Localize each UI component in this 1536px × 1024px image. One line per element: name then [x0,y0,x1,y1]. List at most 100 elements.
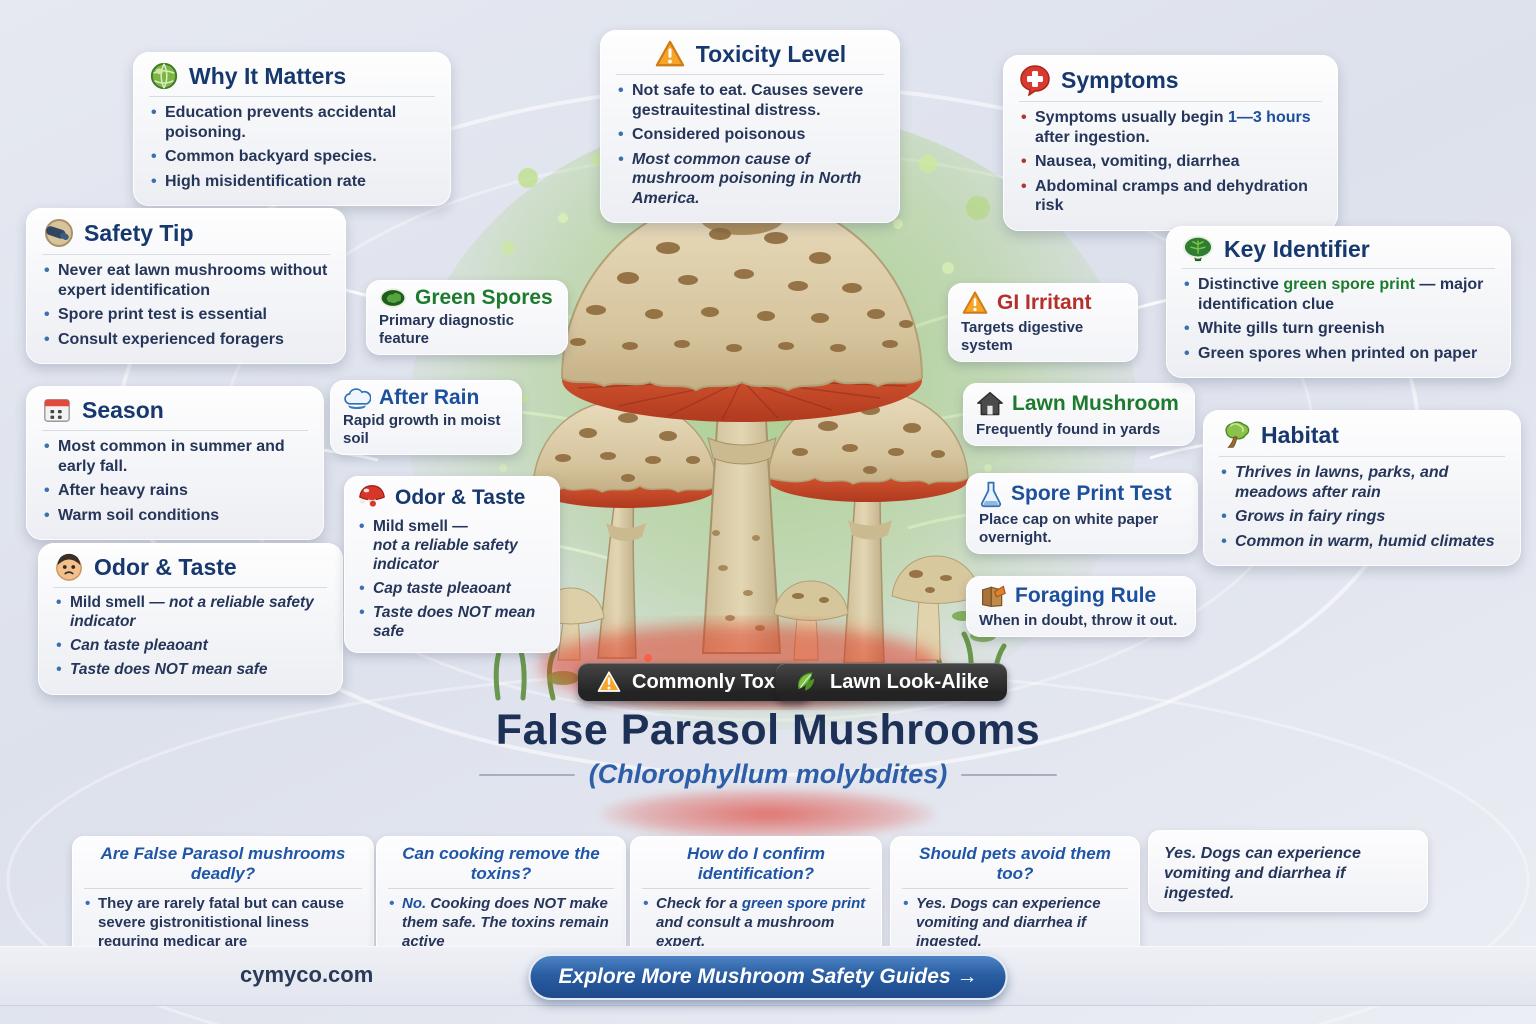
faq-answer: Yes. Dogs can experience vomiting and di… [902,895,1128,951]
bullet-item: High misidentification rate [149,172,435,192]
bullet-item: Can taste pleaoant [54,637,327,656]
season-header: Season [42,395,308,431]
spore-blob-icon [379,287,407,309]
card-title: Odor & Taste [94,553,237,580]
safety-tip-card: Safety Tip Never eat lawn mushrooms with… [26,208,346,365]
discard-box-icon [979,583,1007,609]
bullet-item: Abdominal cramps and dehydration risk [1019,177,1322,216]
card-title: Symptoms [1061,66,1179,93]
habitat-card: Habitat Thrives in lawns, parks, and mea… [1203,410,1521,567]
warning-triangle-icon [654,39,686,69]
bullet-item: White gills turn greenish [1182,319,1495,339]
callout-title: Spore Print Test [1011,481,1172,505]
spore-print-test-callout: Spore Print Test Place cap on white pape… [966,473,1198,554]
faq-answer: No. Cooking does NOT make them safe. The… [388,895,614,951]
bullet-item: Distinctive green spore print — major id… [1182,275,1495,314]
odor-taste-center-header: Odor & Taste [357,483,547,513]
key-identifier-card: Key Identifier Distinctive green spore p… [1166,226,1511,379]
bullet-item: Thrives in lawns, parks, and meadows aft… [1219,463,1505,502]
safety-tip-header: Safety Tip [42,217,330,255]
bullet-item: Grows in fairy rings [1219,507,1505,527]
key-identifier-header: Key Identifier [1182,235,1495,269]
subtitle-rule-right [961,773,1058,776]
callout-title: GI Irritant [997,290,1092,314]
leaf-icon [794,670,820,694]
flask-icon [979,480,1003,508]
globe-icon [149,61,179,91]
bullet-item: Considered poisonous [616,125,884,145]
lawn-mushroom-callout: Lawn Mushroom Frequently found in yards [963,383,1195,446]
green-spores-header: Green Spores [379,286,555,309]
callout-title: After Rain [379,386,480,409]
bullet-item: Most common in summer and early fall. [42,437,308,476]
round-tree-icon [1182,235,1214,263]
bullet-item: Mild smell —not a reliable safety indica… [357,518,547,575]
after-rain-header: After Rain [343,386,509,410]
faq-pets: Should pets avoid them too? Yes. Dogs ca… [890,836,1140,960]
callout-title: Odor & Taste [395,485,526,509]
habitat-header: Habitat [1219,419,1505,457]
house-icon [976,390,1004,418]
bullet-item: Most common cause of mushroom poisoning … [616,150,884,209]
brand-url: cymyco.com [240,962,374,987]
medical-cross-icon [1019,64,1051,96]
callout-subtitle: When in doubt, throw it out. [979,612,1178,629]
bullet-item: Spore print test is essential [42,305,330,325]
callout-subtitle: Primary diagnostic feature [379,312,515,348]
rain-cloud-icon [343,387,371,410]
callout-title: Green Spores [415,286,553,309]
odor-taste-center-callout: Odor & Taste Mild smell —not a reliable … [344,476,560,654]
bullet-item: Consult experienced foragers [42,330,330,350]
bullet-item: Symptoms usually begin 1—3 hours after i… [1019,108,1322,147]
bullet-item: Never eat lawn mushrooms without expert … [42,261,330,300]
foraging-rule-header: Foraging Rule [979,583,1183,609]
cta-label: Explore More Mushroom Safety Guides → [558,965,978,988]
badge-label: Commonly Toxic [632,670,792,693]
bullet-item: Green spores when printed on paper [1182,344,1495,364]
odor-taste-left-header: Odor & Taste [54,552,327,588]
symptoms-card: Symptoms Symptoms usually begin 1—3 hour… [1003,55,1338,231]
faq-question: Should pets avoid them too? [902,844,1128,890]
latin-name: (Chlorophyllum molybdites) [588,759,948,789]
why-it-matters-card: Why It Matters Education prevents accide… [133,52,451,207]
red-spore-smear [600,788,936,840]
card-title: Toxicity Level [695,40,847,67]
mushroom-icon [357,483,387,513]
bullet-item: Common backyard species. [149,147,435,167]
faq-answer: They are rarely fatal but can cause seve… [84,895,362,951]
faq-identification: How do I confirm identification? Check f… [630,836,882,960]
bullet-item: Warm soil conditions [42,506,308,526]
callout-title: Lawn Mushroom [1012,391,1179,415]
spore-print-test-header: Spore Print Test [979,480,1185,508]
foraging-rule-callout: Foraging Rule When in doubt, throw it ou… [966,576,1196,637]
green-spores-callout: Green Spores Primary diagnostic feature [366,280,568,356]
season-card: Season Most common in summer and early f… [26,386,324,541]
faq-cooking: Can cooking remove the toxins? No. Cooki… [376,836,626,960]
toxicity-level-header: Toxicity Level [616,39,884,75]
faq-question: Are False Parasol mushrooms deadly? [84,844,362,890]
explore-guides-button[interactable]: Explore More Mushroom Safety Guides → [528,954,1008,1000]
bullet-item: Taste does NOT mean safe [54,661,327,680]
faq-deadly: Are False Parasol mushrooms deadly? They… [72,836,374,960]
callout-subtitle: Frequently found in yards [976,421,1161,438]
bullet-item: After heavy rains [42,481,308,501]
callout-title: Foraging Rule [1015,583,1157,607]
bullet-item: Taste does NOT mean safe [357,604,547,642]
toxicity-level-card: Toxicity Level Not safe to eat. Causes s… [600,30,900,224]
callout-subtitle: Place cap on white paper overnight. [979,511,1159,546]
card-title: Season [82,396,164,423]
bullet-item: Cap taste pleaoant [357,580,547,599]
bullet-item: Education prevents accidental poisoning. [149,103,435,142]
bullet-item: Nausea, vomiting, diarrhea [1019,152,1322,172]
why-it-matters-header: Why It Matters [149,61,435,97]
odor-taste-left-card: Odor & Taste Mild smell — not a reliable… [38,543,343,695]
faq-question: How do I confirm identification? [642,844,870,890]
gi-irritant-callout: GI Irritant Targets digestive system [948,283,1138,362]
bullet-item: Common in warm, humid climates [1219,532,1505,552]
bullet-item: Not safe to eat. Causes severe gestrauit… [616,81,884,120]
card-title: Key Identifier [1224,235,1370,262]
title-block: False Parasol Mushrooms (Chlorophyllum m… [0,706,1536,790]
card-title: Habitat [1261,421,1339,448]
faq-answer: Check for a green spore print and consul… [642,895,870,951]
